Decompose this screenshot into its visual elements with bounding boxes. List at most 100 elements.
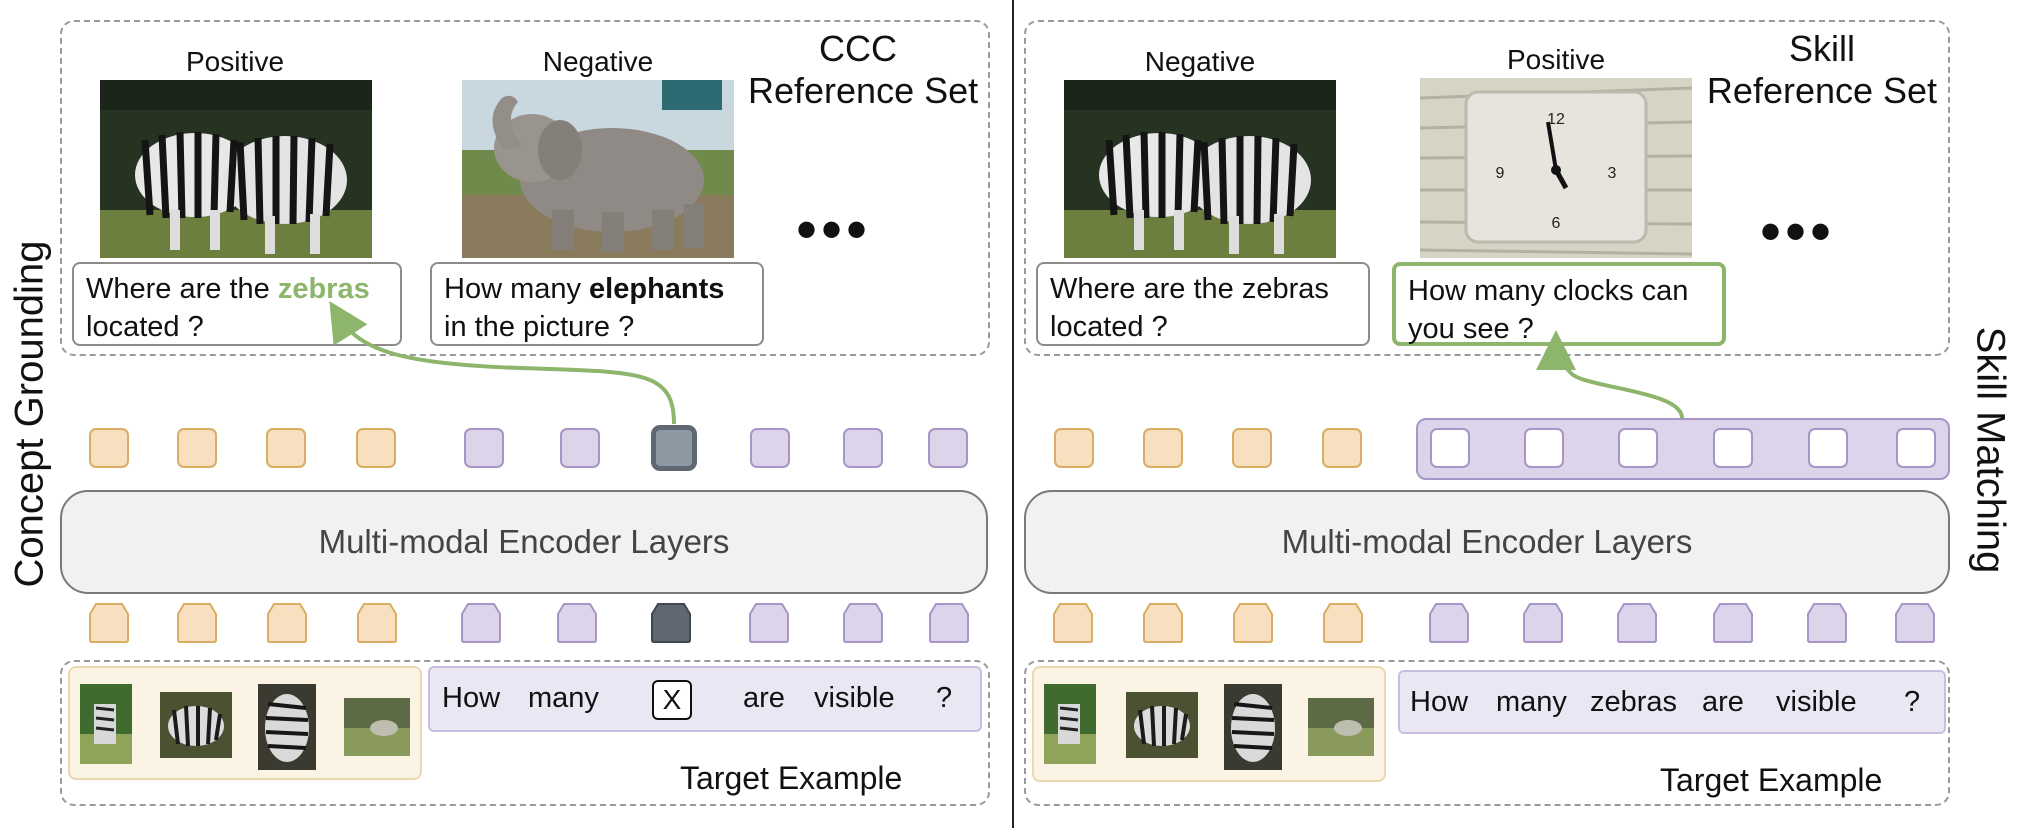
skill-matching-label: Skill Matching (1968, 326, 2013, 574)
target-word: are (1702, 686, 1744, 718)
left-negative-question: How many elephants in the picture ? (430, 262, 764, 346)
left-output-text-token (750, 428, 790, 468)
target-word: many (528, 682, 599, 714)
skill-matching-arrow (1536, 330, 1684, 419)
target-thumbnail (160, 692, 232, 758)
highlighted-concept-zebras: zebras (277, 273, 370, 305)
left-target-example-label: Target Example (680, 760, 903, 796)
skill-title-line1: Skill (1788, 28, 1855, 69)
left-output-image-token (89, 428, 129, 468)
right-input-text-token (1428, 602, 1470, 644)
left-output-text-token (464, 428, 504, 468)
left-input-masked-token (650, 602, 692, 644)
left-positive-question: Where are the zebras located ? (72, 262, 402, 346)
right-output-image-token (1232, 428, 1272, 468)
left-target-question-strip (428, 666, 982, 732)
target-word: How (1410, 686, 1469, 718)
left-input-image-token (356, 602, 398, 644)
target-thumbnail (344, 698, 410, 756)
ccc-title-line1: CCC (819, 28, 897, 69)
right-encoder-layers: Multi-modal Encoder Layers (1024, 490, 1950, 594)
ccc-title-line2: Reference Set (748, 70, 979, 111)
left-target-example-box (60, 660, 990, 806)
target-word: visible (814, 682, 895, 714)
skill-title-line2: Reference Set (1706, 70, 1938, 111)
right-question-tokens-band (1416, 418, 1950, 480)
target-thumbnail (1224, 684, 1282, 770)
concept-grounding-label: Concept Grounding (7, 240, 52, 588)
target-word: many (1496, 686, 1567, 718)
right-target-question-strip (1398, 670, 1946, 734)
left-output-text-token (560, 428, 600, 468)
right-input-text-token (1522, 602, 1564, 644)
left-output-text-token (928, 428, 968, 468)
left-input-text-token (842, 602, 884, 644)
right-input-text-token (1616, 602, 1658, 644)
left-negative-label: Negative (542, 46, 654, 77)
target-word: ? (936, 682, 953, 714)
right-output-image-token (1143, 428, 1183, 468)
left-input-text-token (928, 602, 970, 644)
left-input-text-token (556, 602, 598, 644)
left-input-text-token (460, 602, 502, 644)
svg-text:9: 9 (1496, 165, 1505, 182)
right-target-example-box (1024, 660, 1950, 806)
right-output-text-token (1430, 428, 1470, 468)
right-input-image-token (1322, 602, 1364, 644)
target-word: ? (1904, 686, 1921, 718)
svg-text:3: 3 (1608, 165, 1617, 182)
left-input-image-token (88, 602, 130, 644)
right-output-text-token (1524, 428, 1564, 468)
panel-divider (1012, 0, 1014, 828)
right-output-text-token (1896, 428, 1936, 468)
target-thumbnail (1308, 698, 1374, 756)
elephant-photo (462, 80, 734, 258)
right-negative-label: Negative (1144, 46, 1256, 77)
left-output-text-token (843, 428, 883, 468)
right-input-text-token (1894, 602, 1936, 644)
skill-reference-set-title: Skill Reference Set (1702, 28, 1942, 112)
target-thumbnail (1126, 692, 1198, 758)
right-input-text-token (1712, 602, 1754, 644)
right-negative-question: Where are the zebras located ? (1036, 262, 1370, 346)
right-target-example-label: Target Example (1660, 762, 1883, 798)
skill-reference-set-box (1024, 20, 1950, 356)
zebras-photo (100, 80, 372, 258)
target-word: zebras (1590, 686, 1678, 718)
highlighted-concept-elephants: elephants (589, 273, 725, 305)
right-input-image-token (1142, 602, 1184, 644)
svg-text:12: 12 (1547, 111, 1565, 128)
left-encoder-layers: Multi-modal Encoder Layers (60, 490, 988, 594)
target-word: are (743, 682, 785, 714)
right-input-image-token (1052, 602, 1094, 644)
target-thumbnail (258, 684, 316, 770)
target-thumbnail (80, 684, 132, 764)
masked-concept-token: X (652, 680, 692, 720)
left-input-image-token (266, 602, 308, 644)
svg-text:6: 6 (1552, 215, 1561, 232)
right-output-text-token (1808, 428, 1848, 468)
right-output-text-token (1618, 428, 1658, 468)
left-positive-label: Positive (185, 46, 285, 77)
right-output-text-token (1713, 428, 1753, 468)
left-output-image-token (177, 428, 217, 468)
target-word: visible (1776, 686, 1857, 718)
ccc-reference-set-title: CCC Reference Set (748, 28, 979, 112)
right-more-examples-ellipsis: ••• (1760, 198, 1836, 265)
right-positive-label: Positive (1506, 44, 1606, 75)
left-output-image-token (266, 428, 306, 468)
right-input-image-token (1232, 602, 1274, 644)
right-positive-question: How many clocks can you see ? (1392, 262, 1726, 346)
left-more-examples-ellipsis: ••• (796, 196, 872, 263)
right-output-image-token (1054, 428, 1094, 468)
target-word: How (442, 682, 501, 714)
zebras-photo-right (1064, 80, 1336, 258)
right-input-text-token (1806, 602, 1848, 644)
clock-photo: 12 3 6 9 (1420, 78, 1692, 258)
target-thumbnail (1044, 684, 1096, 764)
left-output-image-token (356, 428, 396, 468)
left-output-masked-token (651, 425, 697, 471)
right-output-image-token (1322, 428, 1362, 468)
left-input-text-token (748, 602, 790, 644)
left-input-image-token (176, 602, 218, 644)
